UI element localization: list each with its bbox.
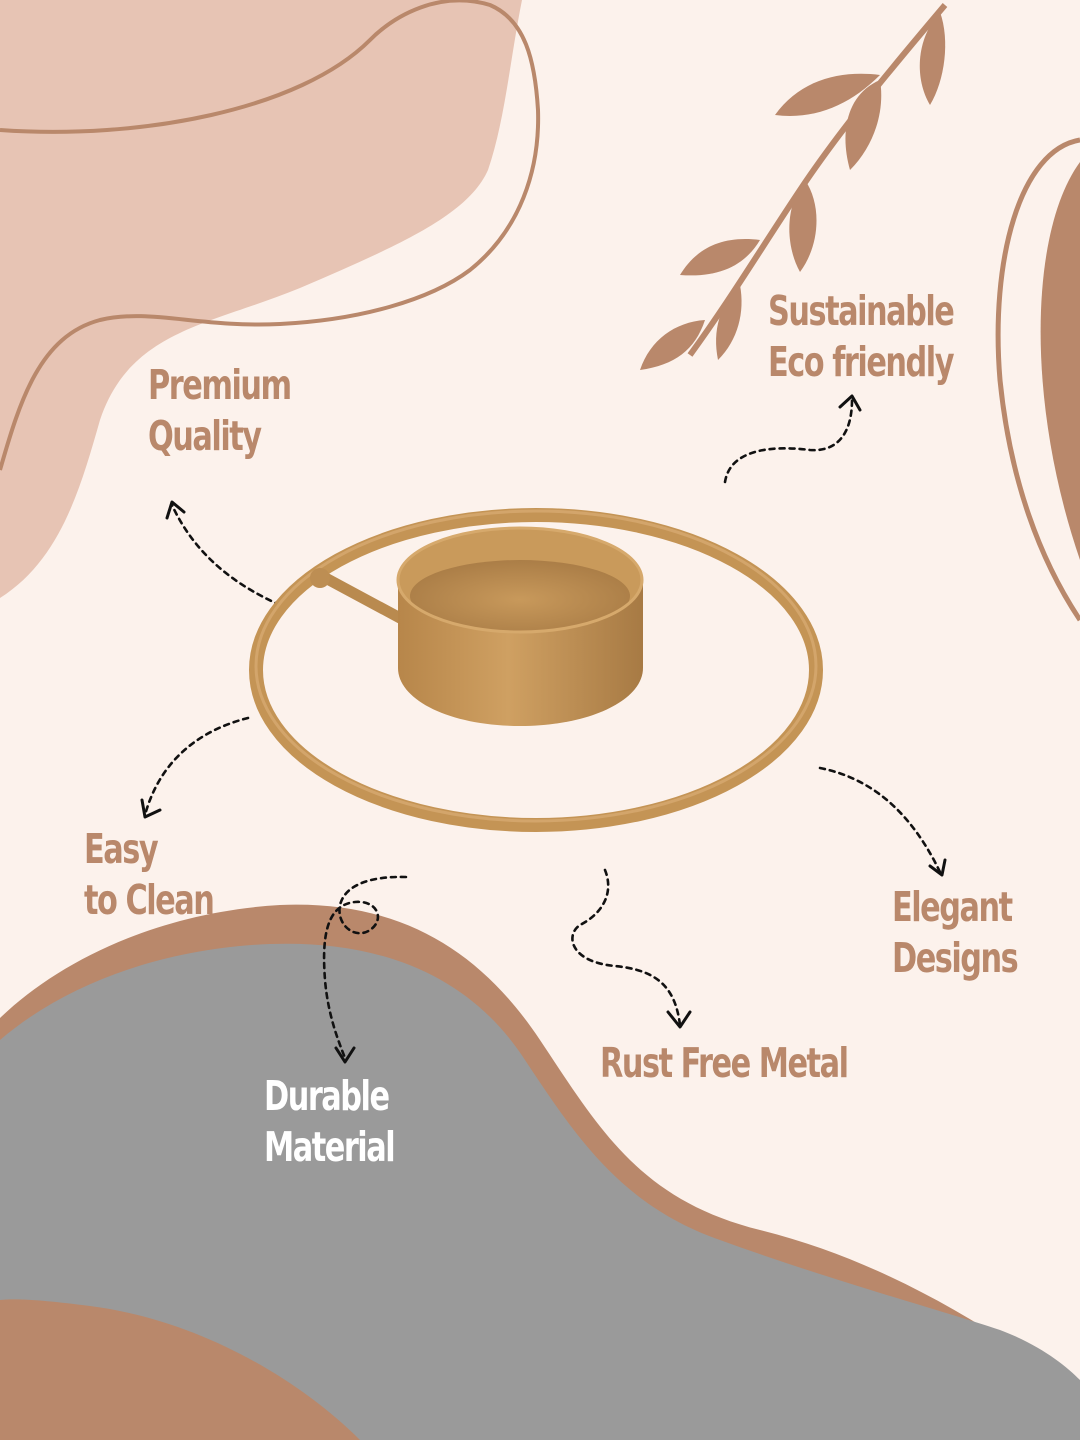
feature-line: Easy: [84, 825, 159, 873]
feature-rust-free: Rust Free Metal: [600, 1038, 849, 1089]
feature-durable-material: Durable Material: [264, 1071, 396, 1173]
arrow-premium: [170, 503, 282, 607]
feature-sustainable: Sustainable Eco friendly: [768, 286, 955, 388]
dotted-arrows: [143, 398, 942, 1060]
feature-line: Premium: [148, 361, 292, 409]
arrow-easy: [143, 716, 250, 817]
right-arc-outline: [995, 137, 1080, 622]
feature-elegant-designs: Elegant Designs: [892, 882, 1019, 984]
feature-easy-clean: Easy to Clean: [84, 824, 215, 926]
feature-line: to Clean: [84, 876, 215, 924]
arrow-durable: [322, 875, 408, 1060]
feature-line: Rust Free Metal: [600, 1039, 849, 1087]
feature-line: Sustainable: [768, 287, 955, 335]
feature-line: Durable: [264, 1072, 390, 1120]
feature-line: Designs: [892, 934, 1019, 982]
arrow-rust: [571, 868, 682, 1027]
feature-line: Elegant: [892, 883, 1013, 931]
leaf-branch-icon: [640, 3, 948, 370]
feature-line: Eco friendly: [768, 338, 954, 386]
grey-blob: [0, 943, 1080, 1440]
arrow-elegant: [818, 766, 942, 874]
feature-line: Quality: [148, 412, 262, 460]
connector-arm: [314, 569, 406, 624]
feature-line: Material: [264, 1123, 396, 1171]
tealight-holder-product: [249, 508, 823, 832]
outline-swirl: [0, 0, 541, 471]
blush-blob: [0, 0, 522, 598]
arrow-heads: [140, 394, 947, 1064]
arrow-sustain: [723, 398, 854, 484]
feature-premium-quality: Premium Quality: [148, 360, 292, 462]
right-arc-filled: [1040, 162, 1080, 560]
